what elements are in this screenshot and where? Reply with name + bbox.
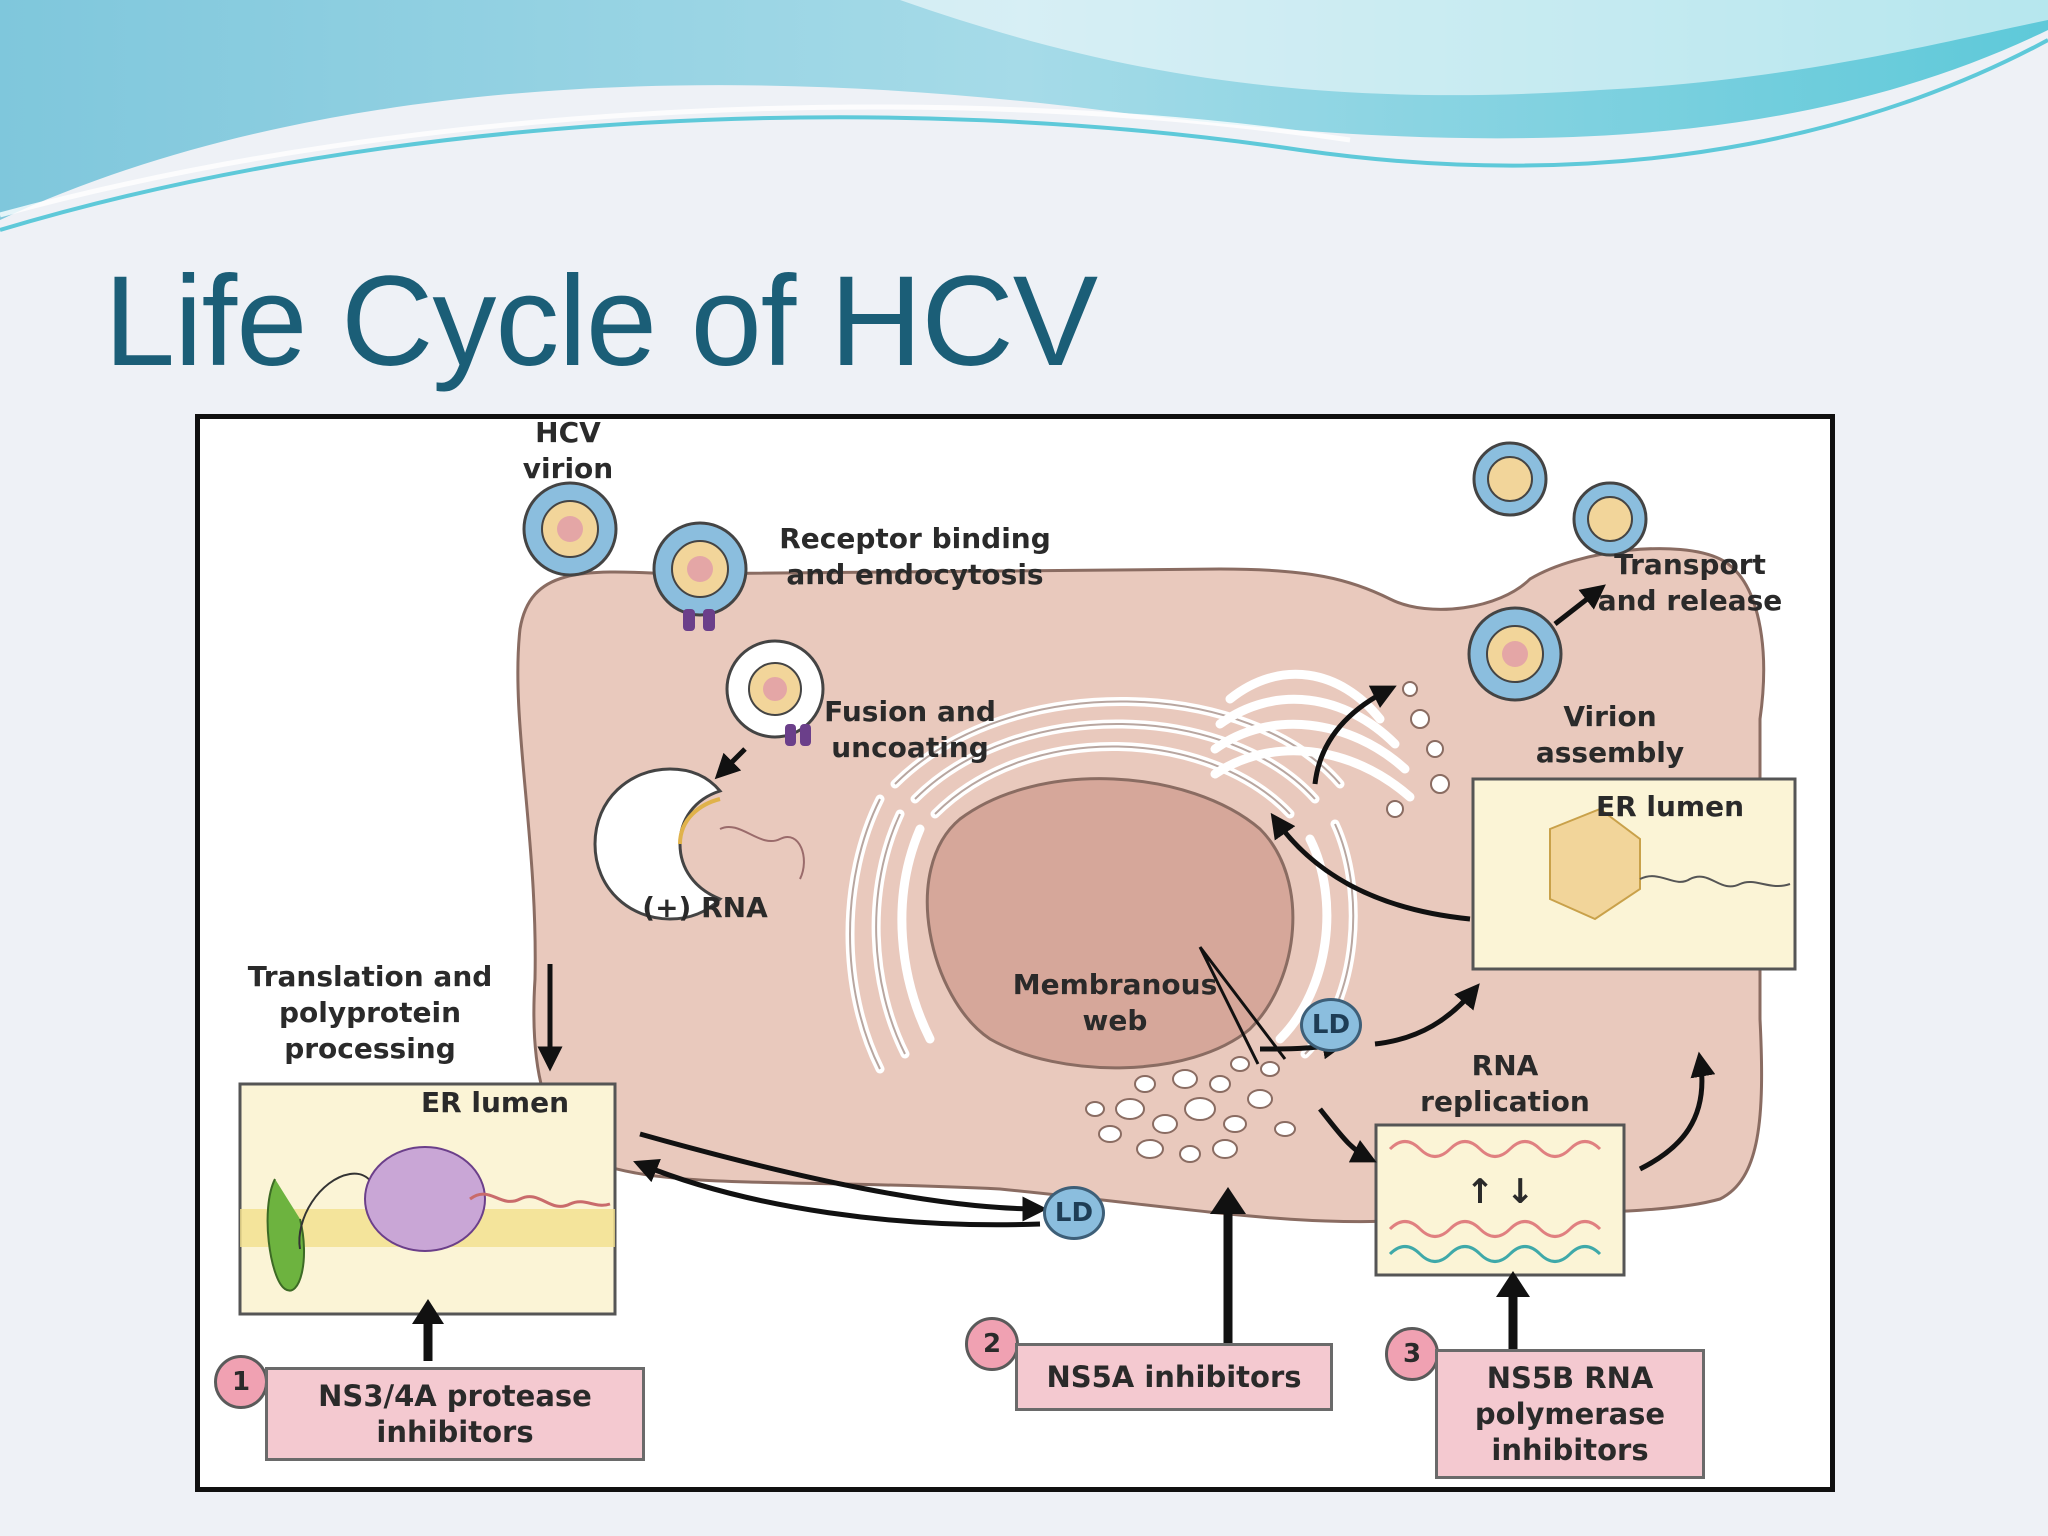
lipid-droplet-bottom: LD [1043, 1186, 1105, 1240]
endosome-icon [725, 639, 825, 746]
uncoating-icon [593, 767, 805, 921]
label-virion-assembly: Virion assembly [1535, 700, 1685, 769]
membranous-web-vesicles [1085, 1056, 1296, 1163]
label-replication-arrows: ↑ ↓ [1465, 1172, 1535, 1212]
drug-badge-3: 3 [1385, 1327, 1439, 1381]
hcv-virion-icon [522, 481, 618, 577]
drug-badge-2: 2 [965, 1317, 1019, 1371]
diagram-artwork [238, 441, 1797, 1361]
inhibitor-arrows [423, 1209, 1518, 1361]
membranous-web-pointer [1198, 946, 1287, 1065]
er-lumen-left-box [238, 1082, 617, 1316]
header-wave [0, 0, 2048, 232]
golgi-vesicles [1386, 681, 1450, 818]
label-er-lumen-left: ER lumen [420, 1086, 570, 1119]
label-receptor-binding: Receptor binding and endocytosis [779, 522, 1051, 591]
hcv-life-cycle-diagram: HCV virion Receptor binding and endocyto… [195, 414, 1835, 1492]
drug-box-ns5a: NS5A inhibitors [1015, 1343, 1333, 1411]
er-lumen-right-box [1471, 777, 1797, 971]
process-arrows [537, 584, 1716, 1228]
label-er-lumen-right: ER lumen [1595, 790, 1745, 823]
inhibitor-arrowheads [412, 1187, 1530, 1324]
binding-virion-icon [652, 521, 748, 631]
lipid-droplet-right: LD [1300, 998, 1362, 1052]
drug-badge-1: 1 [214, 1355, 268, 1409]
slide-title: Life Cycle of HCV [104, 250, 1098, 393]
label-rna-replication: RNA replication [1420, 1049, 1590, 1118]
label-plus-rna: (+) RNA [642, 891, 768, 924]
rna-replication-box [1374, 1123, 1626, 1277]
drug-box-ns3-4a: NS3/4A protease inhibitors [265, 1367, 645, 1461]
released-virion-icons [1467, 441, 1648, 702]
label-hcv-virion: HCV virion [522, 416, 614, 485]
label-transport-release: Transport and release [1597, 548, 1783, 617]
nucleus [925, 777, 1295, 1070]
label-membranous-web: Membranous web [1012, 968, 1218, 1037]
label-fusion-uncoating: Fusion and uncoating [824, 695, 996, 764]
drug-box-ns5b: NS5B RNA polymerase inhibitors [1435, 1349, 1705, 1479]
label-translation: Translation and polyprotein processing [247, 960, 493, 1065]
